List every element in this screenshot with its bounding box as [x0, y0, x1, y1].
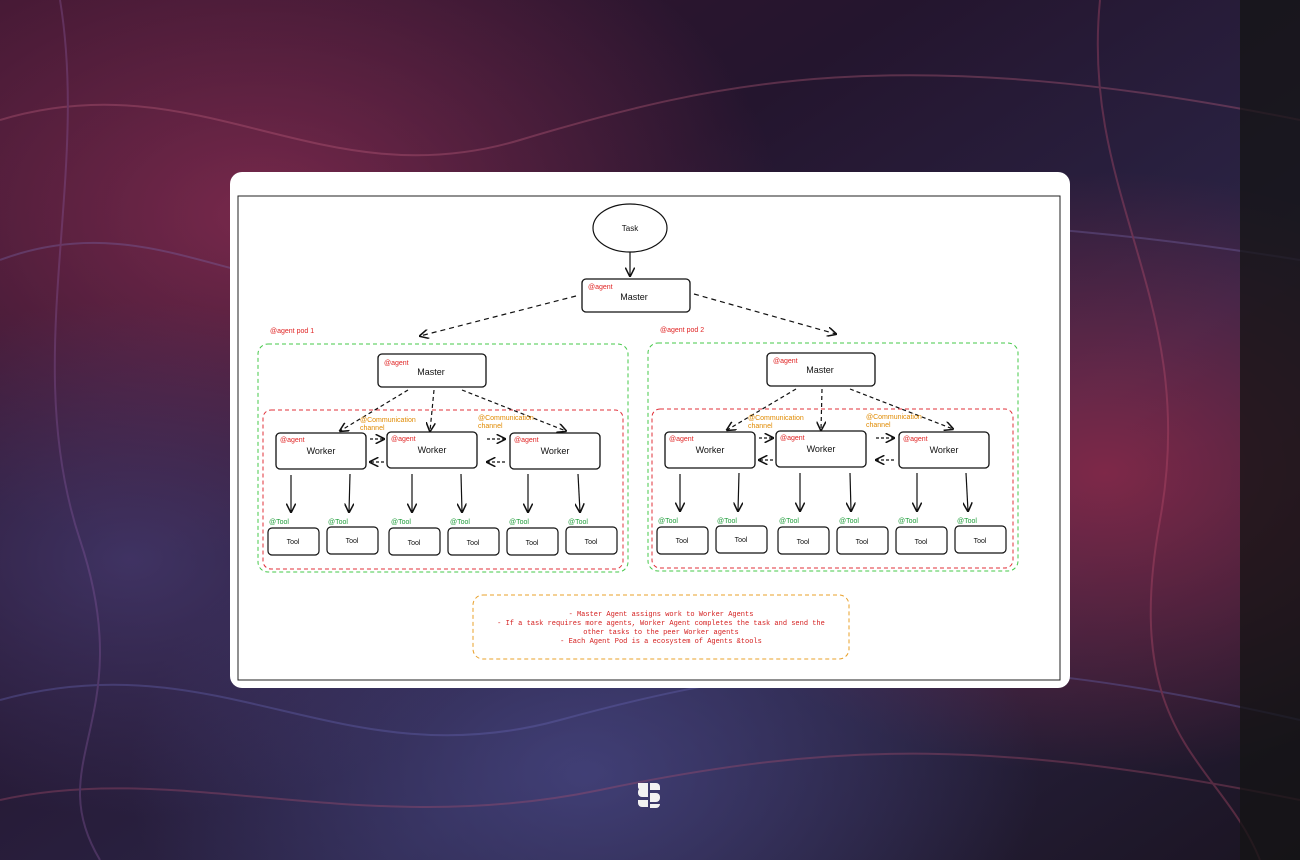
pod2-master-node	[766, 352, 876, 387]
pod1-channel2-line2: channel	[478, 423, 503, 430]
pod2-tool5-node	[895, 526, 948, 555]
pod2-channel2-line2: channel	[866, 422, 891, 429]
note-line-1: - Master Agent assigns work to Worker Ag…	[569, 611, 754, 619]
pod1-worker2-label: Worker	[418, 445, 447, 455]
pod2-tool2-node	[715, 525, 768, 554]
top-master-node	[581, 278, 691, 313]
pod2-worker1-tag: @agent	[669, 436, 694, 443]
pod1-master-tag: @agent	[384, 360, 409, 367]
pod2-tool1-label: Tool	[676, 538, 689, 545]
pod1-tool6-label: Tool	[585, 539, 598, 546]
pod2-tool3-tag: @Tool	[779, 518, 799, 525]
pod1-tool5-label: Tool	[526, 540, 539, 547]
top-master-tag: @agent	[588, 284, 613, 291]
pod2-tool3-node	[777, 526, 830, 555]
pod2-master-to-worker3-arrow	[849, 388, 953, 429]
pod2-tool1-node	[656, 526, 709, 555]
note-line-3: other tasks to the peer Worker agents	[583, 629, 738, 637]
pod1-worker3-tag: @agent	[514, 437, 539, 444]
pod1-tool1-label: Tool	[287, 539, 300, 546]
diagram-card: Task @agent Master @agent pod 1 @agent M…	[230, 172, 1070, 688]
pod2-worker3-label: Worker	[930, 445, 959, 455]
pod1-worker2-tag: @agent	[391, 436, 416, 443]
pod1-tool2-label: Tool	[346, 538, 359, 545]
pod1-tool5-tag: @Tool	[509, 519, 529, 526]
pod1-worker3-label: Worker	[541, 446, 570, 456]
pod2-worker2-tag: @agent	[780, 435, 805, 442]
pod2-tool5-label: Tool	[915, 539, 928, 546]
pod2-worker1-node	[664, 431, 756, 469]
notes-box	[472, 594, 850, 660]
pod2-tool2-tag: @Tool	[717, 518, 737, 525]
pod1-worker1-label: Worker	[307, 446, 336, 456]
pod2-worker3-node	[898, 431, 990, 469]
pod1-title: @agent pod 1	[270, 328, 314, 335]
pod2-boundary	[647, 342, 1019, 572]
pod2-tool2-label: Tool	[735, 537, 748, 544]
pod2-tool4-node	[836, 526, 889, 555]
task-label: Task	[622, 224, 639, 233]
pod2-tool-arrow-6	[966, 472, 968, 511]
pod1-worker3-node	[509, 432, 601, 470]
pod2-title: @agent pod 2	[660, 327, 704, 334]
pod2-tool5-tag: @Tool	[898, 518, 918, 525]
pod1-tool5-node	[506, 527, 559, 556]
pod1-tool1-node	[267, 527, 320, 556]
pod1-tool-arrow-6	[578, 473, 580, 512]
pod2-worker3-tag: @agent	[903, 436, 928, 443]
pod2-tool-arrow-2	[738, 472, 739, 511]
pod2-master-to-worker1-arrow	[727, 388, 797, 430]
top-master-label: Master	[620, 292, 648, 302]
pod1-tool3-node	[388, 527, 441, 556]
pod2-master-label: Master	[806, 365, 834, 375]
pod1-tool2-node	[326, 526, 379, 555]
master-to-pod1-arrow	[420, 295, 577, 336]
pod2-tool6-node	[954, 525, 1007, 554]
note-line-2: - If a task requires more agents, Worker…	[497, 620, 825, 628]
pod2-worker2-label: Worker	[807, 444, 836, 454]
diagram-frame	[237, 195, 1061, 681]
pod1-tool6-node	[565, 526, 618, 555]
pod1-worker1-node	[275, 432, 367, 470]
pod1-channel1-line2: channel	[360, 425, 385, 432]
pod2-master-tag: @agent	[773, 358, 798, 365]
pod1-tool4-node	[447, 527, 500, 556]
pod1-worker2-node	[386, 431, 478, 469]
pod2-tool-arrow-4	[850, 472, 851, 511]
pod2-channel1-line1: @Communication	[748, 415, 804, 422]
pod1-boundary	[257, 343, 629, 573]
pod2-tool1-tag: @Tool	[658, 518, 678, 525]
agent-pod-diagram: Task @agent Master @agent pod 1 @agent M…	[237, 195, 1061, 681]
pod1-tool-arrow-4	[461, 473, 462, 512]
master-to-pod2-arrow	[693, 293, 836, 334]
pod1-tool3-tag: @Tool	[391, 519, 411, 526]
pod1-tool4-tag: @Tool	[450, 519, 470, 526]
pod1-master-to-worker3-arrow	[461, 389, 566, 431]
pod1-channel2-line1: @Communication	[478, 415, 534, 422]
pod2-worker1-label: Worker	[696, 445, 725, 455]
pod1-channel1-line1: @Communication	[360, 417, 416, 424]
pod2-channel1-line2: channel	[748, 423, 773, 430]
pod1-tool1-tag: @Tool	[269, 519, 289, 526]
pod2-tool6-label: Tool	[974, 538, 987, 545]
pod1-tool2-tag: @Tool	[328, 519, 348, 526]
pod1-master-to-worker1-arrow	[340, 389, 409, 431]
pod2-worker2-node	[775, 430, 867, 468]
pod2-tool4-tag: @Tool	[839, 518, 859, 525]
pod2-tool3-label: Tool	[797, 539, 810, 546]
note-line-4: - Each Agent Pod is a ecosystem of Agent…	[560, 638, 762, 646]
pod1-worker-group	[262, 409, 624, 570]
pod2-tool4-label: Tool	[856, 539, 869, 546]
pod1-master-node	[377, 353, 487, 388]
pod1-tool-arrow-2	[349, 473, 350, 512]
pod2-tool6-tag: @Tool	[957, 518, 977, 525]
s-logo-icon	[637, 783, 660, 808]
pod1-tool6-tag: @Tool	[568, 519, 588, 526]
pod1-worker1-tag: @agent	[280, 437, 305, 444]
pod2-channel2-line1: @Communication	[866, 414, 922, 421]
pod2-worker-group	[651, 408, 1014, 569]
pod1-tool3-label: Tool	[408, 540, 421, 547]
pod1-tool4-label: Tool	[467, 540, 480, 547]
pod1-master-label: Master	[417, 367, 445, 377]
